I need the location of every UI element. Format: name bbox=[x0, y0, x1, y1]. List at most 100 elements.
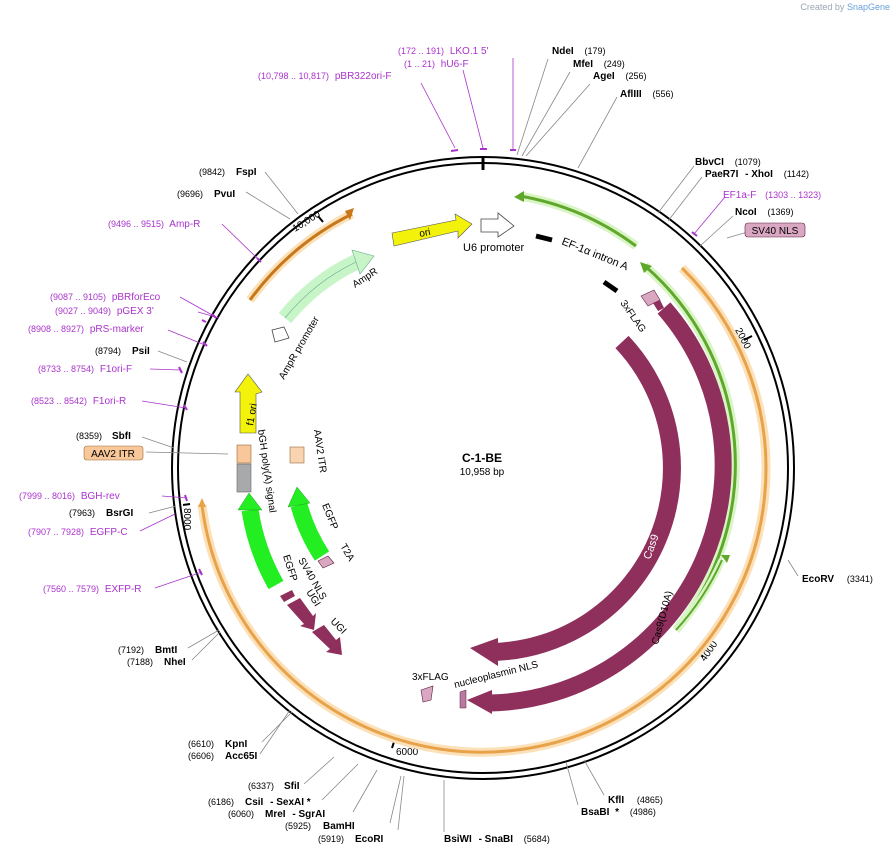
primer-ef1a-range: (1303 .. 1323) bbox=[765, 190, 821, 200]
leader-bsabi bbox=[565, 761, 579, 806]
enzyme-bsabi-name: BsaBI bbox=[581, 807, 610, 818]
leader-ndei bbox=[516, 58, 549, 156]
primer-lko: (172 .. 191) LKO.1 5' bbox=[398, 46, 489, 57]
enzyme-sgrai-suffix: - SgrAI bbox=[292, 809, 325, 820]
leader-acc65i bbox=[261, 711, 293, 743]
3xflag-bottom-label: 3xFLAG bbox=[412, 672, 449, 683]
primer-ef1a: EF1a-F (1303 .. 1323) bbox=[723, 190, 821, 201]
enzyme-ncoi-name: NcoI bbox=[735, 207, 757, 218]
leader-psii bbox=[157, 350, 188, 363]
enzyme-bbvci-pos: (1079) bbox=[735, 157, 761, 167]
enzyme-bmti-name: BmtI bbox=[155, 645, 177, 656]
backbone-outer-strand bbox=[171, 156, 795, 780]
mark-pbrforeco bbox=[211, 313, 217, 319]
enzyme-sbfi-name: SbfI bbox=[112, 431, 131, 442]
primer-f1ori-f-range: (8733 .. 8754) bbox=[38, 364, 94, 374]
primer-marks bbox=[178, 148, 698, 576]
leader-aav2-itr-box bbox=[145, 451, 229, 455]
enzyme-fspi-name: FspI bbox=[236, 167, 257, 178]
snapgene-logo-text: SnapGene bbox=[846, 2, 890, 12]
cas9-arc bbox=[491, 335, 681, 661]
enzyme-kfli-name: KflI bbox=[608, 795, 624, 806]
u6-promoter-label: U6 promoter bbox=[463, 242, 524, 254]
enzyme-afliii-name: AflIII bbox=[620, 89, 642, 100]
leader-csii bbox=[321, 763, 359, 801]
tick-2000-mark bbox=[743, 335, 753, 341]
leader-mrei bbox=[352, 769, 378, 813]
primer-lko-range: (172 .. 191) bbox=[398, 46, 444, 56]
enzyme-afliii: AflIII (556) bbox=[620, 89, 673, 100]
3xflag-top-label: 3xFLAG bbox=[618, 298, 648, 335]
enzyme-ecori: EcoRI bbox=[355, 834, 384, 845]
leader-sbfi bbox=[141, 436, 175, 449]
enzyme-mrei-pos: (6060) bbox=[228, 809, 254, 819]
primer-pbrforeco-name: pBRforEco bbox=[112, 292, 161, 303]
enzyme-pvui: PvuI bbox=[214, 189, 235, 200]
enzyme-csii-name: CsiI bbox=[245, 797, 264, 808]
ef1a-intron-block-left bbox=[535, 233, 553, 243]
primer-hu6: (1 .. 21) hU6-F bbox=[404, 59, 469, 70]
enzyme-agei-pos: (256) bbox=[625, 71, 646, 81]
ampr-arrowhead bbox=[351, 249, 375, 275]
enzyme-bsrgi: BsrGI bbox=[106, 508, 133, 519]
green-arc-right-arrowhead bbox=[640, 262, 652, 273]
primer-exfp-r-range: (7560 .. 7579) bbox=[43, 584, 99, 594]
sv40-nls-inner-block bbox=[280, 590, 295, 602]
primer-pbr322-range: (10,798 .. 10,817) bbox=[258, 71, 329, 81]
aav2-itr-box-label: AAV2 ITR bbox=[91, 449, 135, 460]
enzyme-bamhi-name: BamHI bbox=[323, 821, 355, 832]
leader-ecorv bbox=[787, 559, 799, 577]
primer-bgh-rev-range: (7999 .. 8016) bbox=[19, 491, 75, 501]
mark-f1ori-r bbox=[183, 404, 188, 411]
primer-egfp-c: (7907 .. 7928) EGFP-C bbox=[28, 527, 128, 538]
primer-prs-range: (8908 .. 8927) bbox=[28, 324, 84, 334]
enzyme-psii-name: PsiI bbox=[132, 346, 150, 357]
mark-pbr322 bbox=[450, 149, 459, 152]
leader-pvui bbox=[245, 191, 291, 220]
leader-egfp-c bbox=[139, 513, 176, 532]
enzyme-paer7i-pos: (1142) bbox=[784, 169, 809, 179]
mark-prs bbox=[202, 341, 208, 347]
enzyme-sfii-name: SfiI bbox=[284, 781, 300, 792]
plasmid-length: 10,958 bp bbox=[460, 467, 505, 478]
leader-bamhi bbox=[389, 775, 402, 824]
enzyme-bsiwi-pos: (5684) bbox=[524, 834, 550, 844]
enzyme-acc65i: Acc65I bbox=[225, 751, 257, 762]
enzyme-labels: NdeI (179) MfeI (249) AgeI (256) AflIII … bbox=[69, 46, 873, 845]
primer-amp-r-name: Amp-R bbox=[169, 219, 200, 230]
cas9-d10a-arrowhead bbox=[467, 690, 492, 714]
primer-pbrforeco-range: (9087 .. 9105) bbox=[50, 292, 106, 302]
leader-pbrforeco bbox=[179, 296, 215, 317]
f1-ori-label: f1 ori bbox=[245, 403, 260, 427]
primer-f1ori-r-name: F1ori-R bbox=[93, 396, 126, 407]
enzyme-nhei: NheI bbox=[164, 657, 186, 668]
enzyme-bsiwi: BsiWI - SnaBI (5684) bbox=[444, 834, 550, 845]
mark-ef1a bbox=[691, 231, 698, 237]
primer-amp-r-range: (9496 .. 9515) bbox=[108, 219, 164, 229]
enzyme-ecorv-pos: (3341) bbox=[847, 574, 873, 584]
aav2-itr-box bbox=[83, 445, 144, 461]
primer-leader-lines bbox=[139, 58, 726, 589]
sv40-nls-box-label: SV40 NLS bbox=[752, 226, 799, 237]
enzyme-mrei-name: MreI bbox=[265, 809, 286, 820]
enzyme-kfli: KflI (4865) bbox=[608, 795, 663, 806]
primer-hu6-range: (1 .. 21) bbox=[404, 59, 435, 69]
enzyme-nhei-pos: (7188) bbox=[127, 657, 153, 667]
enzyme-acc65i-pos: (6606) bbox=[188, 751, 214, 761]
leader-fspi bbox=[264, 171, 299, 215]
leader-exfp-r bbox=[154, 571, 203, 589]
bgh-polya-label: bGH poly(A) signal bbox=[255, 429, 278, 514]
enzyme-xhoi-suffix: - XhoI bbox=[745, 169, 773, 180]
mark-bgh-rev bbox=[184, 494, 188, 502]
enzyme-bsabi-suffix: * bbox=[615, 807, 619, 818]
f1-ori-arrow bbox=[234, 373, 263, 434]
mark-exfp-r bbox=[198, 568, 203, 576]
primer-lko-name: LKO.1 5' bbox=[450, 46, 489, 57]
leader-ecori bbox=[397, 775, 405, 831]
enzyme-psii: PsiI bbox=[132, 346, 150, 357]
primer-labels: (172 .. 191) LKO.1 5' (1 .. 21) hU6-F (1… bbox=[19, 46, 821, 595]
egfp-left-arc bbox=[241, 508, 284, 590]
bgh-polya-block bbox=[236, 463, 252, 493]
primer-amp-r: (9496 .. 9515) Amp-R bbox=[108, 219, 200, 230]
enzyme-afliii-pos: (556) bbox=[652, 89, 673, 99]
